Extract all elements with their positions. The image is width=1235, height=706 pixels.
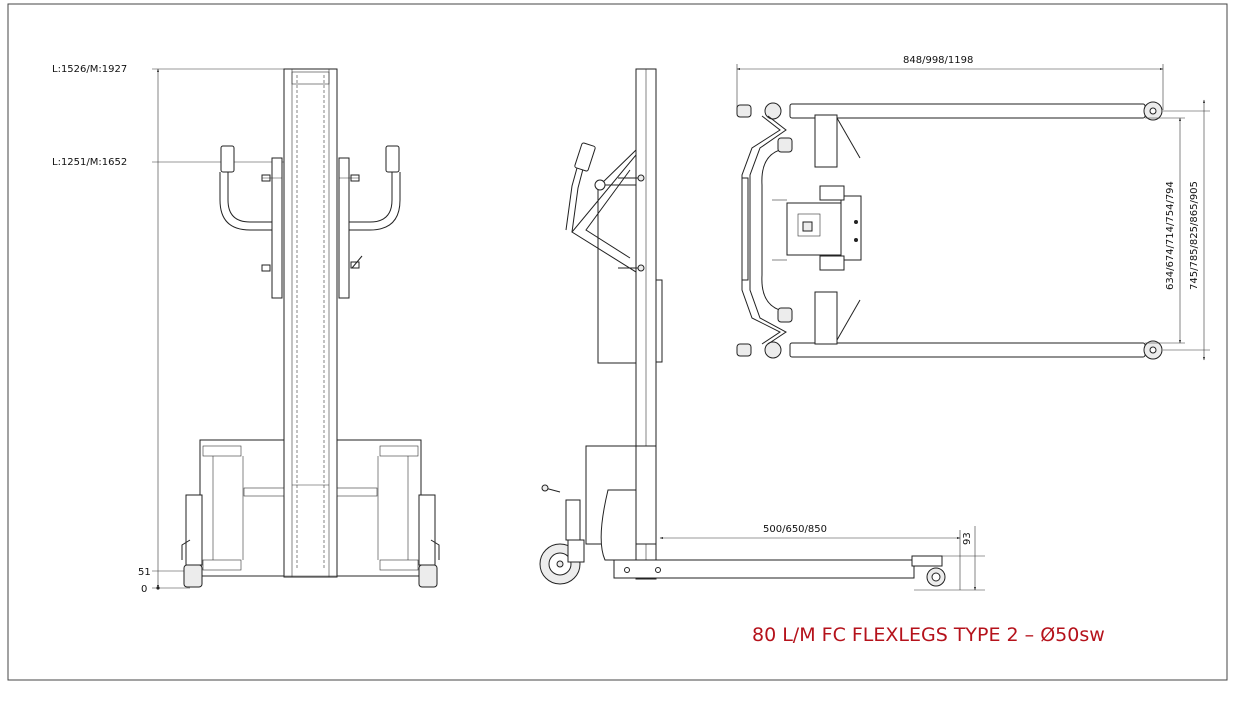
height-label-upper: L:1251/M:1652 (52, 157, 127, 168)
drawing-frame (7, 3, 1228, 681)
side-base (539, 445, 946, 587)
height-label-51: 51 (138, 567, 151, 578)
height-label-0: 0 (141, 584, 147, 595)
front-base (181, 439, 440, 588)
leg-length-label: 500/650/850 (763, 524, 827, 535)
height-label-max: L:1526/M:1927 (52, 64, 127, 75)
top-height-dimensions (1145, 99, 1210, 361)
drawing-title: 80 L/M FC FLEXLEGS TYPE 2 – Ø50sw (752, 624, 1105, 646)
inner-width-label: 634/674/714/754/794 (1165, 181, 1176, 290)
leg-height-label: 93 (962, 532, 973, 545)
front-mast (283, 68, 338, 578)
side-view: 500/650/850 93 (539, 68, 985, 591)
top-legs (736, 101, 1163, 360)
front-view: L:1526/M:1927 L:1251/M:1652 51 0 (52, 64, 440, 595)
side-dimensions (659, 526, 985, 591)
side-carriage (565, 142, 663, 364)
front-carriage (261, 157, 363, 299)
top-mast (741, 114, 861, 345)
front-handles (219, 145, 401, 231)
top-view: 848/998/1198 (736, 55, 1210, 361)
outer-width-label: 745/785/825/865/905 (1189, 181, 1200, 290)
top-width-dimension (736, 64, 1164, 110)
top-carriage (772, 185, 862, 271)
top-width-label: 848/998/1198 (903, 55, 973, 66)
